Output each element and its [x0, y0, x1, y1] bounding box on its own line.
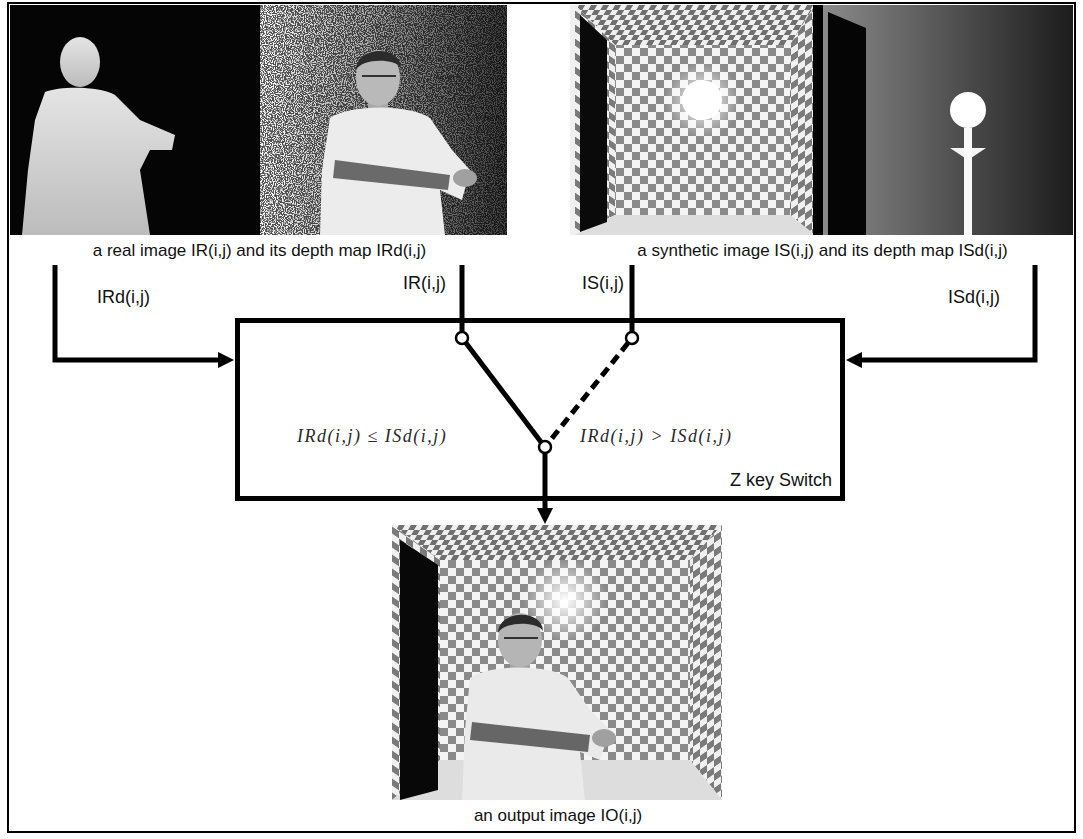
switch-mechanism [539, 441, 551, 453]
signal-label: IRd(i,j) [97, 287, 150, 308]
real-photo [453, 169, 477, 187]
output-composite [400, 540, 438, 800]
switch-mechanism [543, 453, 548, 496]
real-photo [356, 51, 401, 70]
real-depth-map [22, 88, 175, 235]
synthetic-render [575, 5, 815, 45]
synthetic-render [615, 45, 790, 215]
signal-label: IR(i,j) [403, 273, 446, 294]
switch-title: Z key Switch [730, 470, 832, 491]
output-composite [462, 668, 610, 801]
real-photo [260, 5, 507, 235]
synthetic-render [575, 5, 615, 235]
output-composite [392, 525, 722, 560]
real-depth-map [10, 5, 260, 235]
connector-arrow [543, 501, 548, 517]
real-photo [333, 160, 450, 190]
switch-mechanism [630, 323, 635, 332]
real-photo [260, 5, 507, 235]
synthetic-depth-map [823, 5, 1073, 235]
figure-frame [8, 3, 1075, 832]
real-depth-map [60, 37, 100, 87]
synthetic-render [570, 5, 815, 235]
switch-mechanism [456, 323, 638, 496]
output-composite [592, 729, 616, 747]
output-composite [498, 615, 543, 633]
switch-mechanism [456, 332, 468, 344]
real-photo [320, 108, 470, 236]
switch-box: IRd(i,j) ≤ ISd(i,j) IRd(i,j) > ISd(i,j) Z … [235, 318, 845, 501]
connector-arrow [460, 265, 465, 318]
real-depth-map [10, 5, 260, 235]
real-photo [356, 50, 400, 106]
switch-mechanism [460, 323, 465, 332]
synthetic-render [575, 215, 815, 235]
synthetic-render [813, 5, 823, 235]
real-photo [260, 5, 507, 235]
image-caption: a synthetic image IS(i,j) and its depth … [570, 241, 1075, 261]
signal-label: ISd(i,j) [948, 287, 1000, 308]
image-caption: a real image IR(i,j) and its depth map I… [10, 241, 509, 261]
output-composite [392, 525, 722, 800]
image-caption: an output image IO(i,j) [392, 806, 724, 826]
output-composite [504, 637, 538, 639]
real-photo [362, 75, 396, 77]
image-panel: a synthetic image IS(i,j) and its depth … [570, 5, 1075, 265]
synthetic-depth-map [950, 92, 986, 128]
connector-arrow [55, 265, 227, 360]
output-composite [498, 613, 542, 667]
synthetic-depth-map [964, 128, 972, 235]
real-photo [260, 5, 507, 235]
output-composite [392, 525, 440, 800]
synthetic-render [682, 80, 722, 120]
image-panel: an output image IO(i,j) [392, 525, 724, 830]
output-composite [690, 525, 722, 800]
switch-mechanism [626, 332, 638, 344]
synthetic-render [790, 5, 815, 235]
connector-arrow [630, 265, 635, 318]
synthetic-depth-map [828, 12, 866, 235]
signal-label: IS(i,j) [582, 273, 624, 294]
synthetic-render [664, 62, 740, 138]
switch-mechanism [466, 343, 541, 442]
switch-condition: IRd(i,j) > ISd(i,j) [580, 426, 733, 447]
connector-arrow [853, 265, 1035, 360]
output-composite [470, 722, 590, 752]
switch-condition: IRd(i,j) ≤ ISd(i,j) [297, 426, 447, 447]
image-panel: a real image IR(i,j) and its depth map I… [10, 5, 509, 265]
synthetic-render [570, 5, 823, 235]
output-composite [392, 525, 722, 800]
synthetic-depth-map [823, 5, 1073, 235]
synthetic-render [580, 15, 607, 232]
